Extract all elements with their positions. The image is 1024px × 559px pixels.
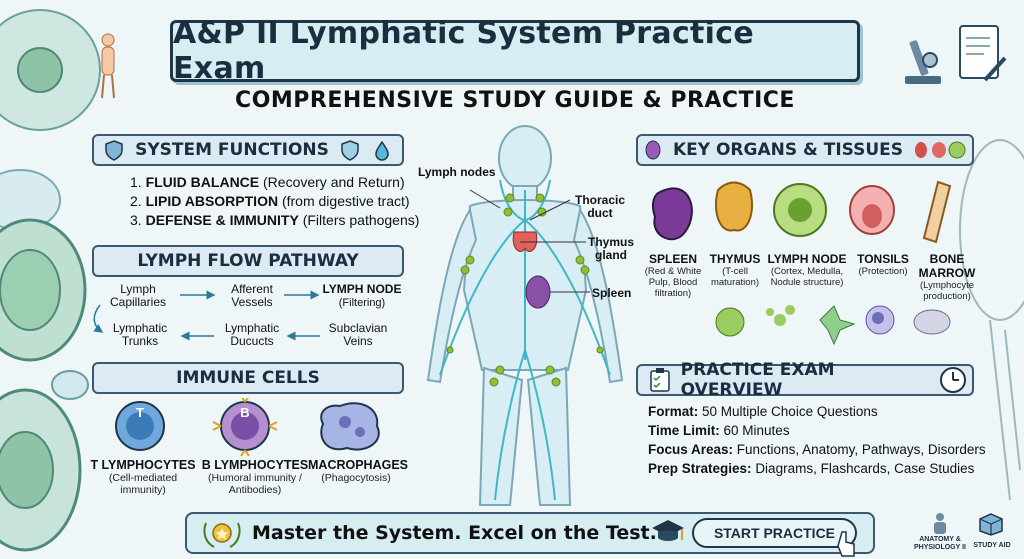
t-lymphocyte-icon xyxy=(115,401,165,451)
b-lymphocyte-icon xyxy=(212,398,278,457)
organs-icons xyxy=(915,141,966,159)
b-cell-letter: B xyxy=(240,405,250,420)
system-functions-title: SYSTEM FUNCTIONS xyxy=(135,140,329,160)
flow-step-subclavian: Subclavian Veins xyxy=(328,321,388,348)
immune-cell-b: B LYMPHOCYTES(Humoral immunity / Antibod… xyxy=(201,458,309,496)
label-thymus-gland: Thymus gland xyxy=(587,235,634,262)
lymphatic-body-figure xyxy=(426,125,624,506)
graduation-cap-icon xyxy=(652,520,684,541)
clock-icon xyxy=(939,367,966,393)
cell-cluster-icons xyxy=(715,305,951,346)
clipboard-icon xyxy=(650,368,670,392)
flow-arrow xyxy=(93,304,104,333)
start-practice-button[interactable]: START PRACTICE xyxy=(692,518,857,548)
exam-overview-title: PRACTICE EXAM OVERVIEW xyxy=(680,360,835,400)
body-outline xyxy=(426,125,624,506)
overview-row: Prep Strategies: Diagrams, Flashcards, C… xyxy=(648,461,975,476)
flow-step-capillaries: Lymph Capillaries xyxy=(109,282,167,309)
flow-step-afferent: Afferent Vessels xyxy=(231,282,273,309)
anatomy-badge-label: ANATOMY & PHYSIOLOGY II xyxy=(914,536,966,551)
exam-overview-list: Format: 50 Multiple Choice Questions Tim… xyxy=(648,404,986,480)
overview-row: Format: 50 Multiple Choice Questions xyxy=(648,404,878,419)
start-practice-label: START PRACTICE xyxy=(713,525,836,541)
function-item: 1. FLUID BALANCE (Recovery and Return) xyxy=(130,174,405,190)
immune-cells-title: IMMUNE CELLS xyxy=(176,368,320,388)
lymph-node-dots xyxy=(446,193,604,387)
lymph-vessels xyxy=(439,179,611,501)
immune-cell-t: T LYMPHOCYTES(Cell-mediated immunity) xyxy=(90,458,196,496)
macrophage-icon xyxy=(320,402,380,451)
lymph-flow-header: LYMPH FLOW PATHWAY xyxy=(92,245,404,277)
footer-tagline: Master the System. Excel on the Test. xyxy=(252,522,657,544)
function-item: 2. LIPID ABSORPTION (from digestive trac… xyxy=(130,193,410,209)
bone-marrow-icon xyxy=(922,180,952,244)
body-outline-icon xyxy=(101,33,115,99)
label-lymph-nodes: Lymph nodes xyxy=(418,165,496,179)
label-leader-lines xyxy=(469,189,590,293)
document-icon xyxy=(959,25,1007,82)
system-functions-header: SYSTEM FUNCTIONS xyxy=(92,134,404,166)
organ-lymph-node: LYMPH NODE(Cortex, Medulla, Nodule struc… xyxy=(767,252,847,288)
pointer-hand-icon xyxy=(837,531,855,557)
function-item: 3. DEFENSE & IMMUNITY (Filters pathogens… xyxy=(130,212,420,228)
organ-spleen: SPLEEN(Red & White Pulp, Blood filtratio… xyxy=(644,252,702,299)
functions-list: 1. FLUID BALANCE (Recovery and Return) 2… xyxy=(130,174,419,231)
flow-step-ducts: Lymphatic Ducucts xyxy=(224,321,280,348)
flow-step-node: LYMPH NODE(Filtering) xyxy=(322,282,402,310)
anatomy-badge-icon xyxy=(934,513,946,534)
lymph-flow-title: LYMPH FLOW PATHWAY xyxy=(137,251,359,271)
key-organs-title: KEY ORGANS & TISSUES xyxy=(672,140,904,160)
kidney-icon xyxy=(645,140,661,160)
immune-cell-icons xyxy=(115,398,380,457)
award-icon xyxy=(203,522,241,548)
immune-cells-header: IMMUNE CELLS xyxy=(92,362,404,394)
organ-bone-marrow: BONE MARROW(Lymphocyte production) xyxy=(918,252,976,302)
tonsils-icon xyxy=(849,185,895,235)
flow-arrows xyxy=(93,290,320,341)
lymph-node-icon xyxy=(773,183,827,237)
label-thoracic-duct: Thoracic duct xyxy=(574,193,625,220)
water-drop-icon xyxy=(375,140,389,161)
overview-row: Focus Areas: Functions, Anatomy, Pathway… xyxy=(648,442,986,457)
study-aid-label: STUDY AID xyxy=(973,542,1011,549)
organ-tonsils: TONSILS(Protection) xyxy=(857,252,909,277)
thymus-icon xyxy=(715,181,753,232)
organ-thymus: THYMUS(T-cell maturation) xyxy=(709,252,761,288)
overview-row: Time Limit: 60 Minutes xyxy=(648,423,790,438)
immune-cell-macrophage: MACROPHAGES(Phagocytosis) xyxy=(308,458,409,484)
microscope-icon xyxy=(905,40,941,84)
page-title: A&P II Lymphatic System Practice Exam xyxy=(173,16,754,86)
flow-step-trunks: Lymphatic Trunks xyxy=(112,321,168,348)
organs-illustrations xyxy=(651,180,952,346)
page-subtitle: COMPREHENSIVE STUDY GUIDE & PRACTICE xyxy=(235,88,795,113)
exam-overview-header: PRACTICE EXAM OVERVIEW xyxy=(636,360,974,400)
cube-icon xyxy=(979,513,1003,536)
label-spleen: Spleen xyxy=(592,286,632,300)
shield-icon xyxy=(105,140,123,161)
shield-icon xyxy=(341,140,359,161)
key-organs-header: KEY ORGANS & TISSUES xyxy=(636,134,974,166)
t-cell-letter: T xyxy=(136,405,144,420)
title-banner: A&P II Lymphatic System Practice Exam xyxy=(170,16,860,86)
spleen-icon xyxy=(651,187,693,241)
